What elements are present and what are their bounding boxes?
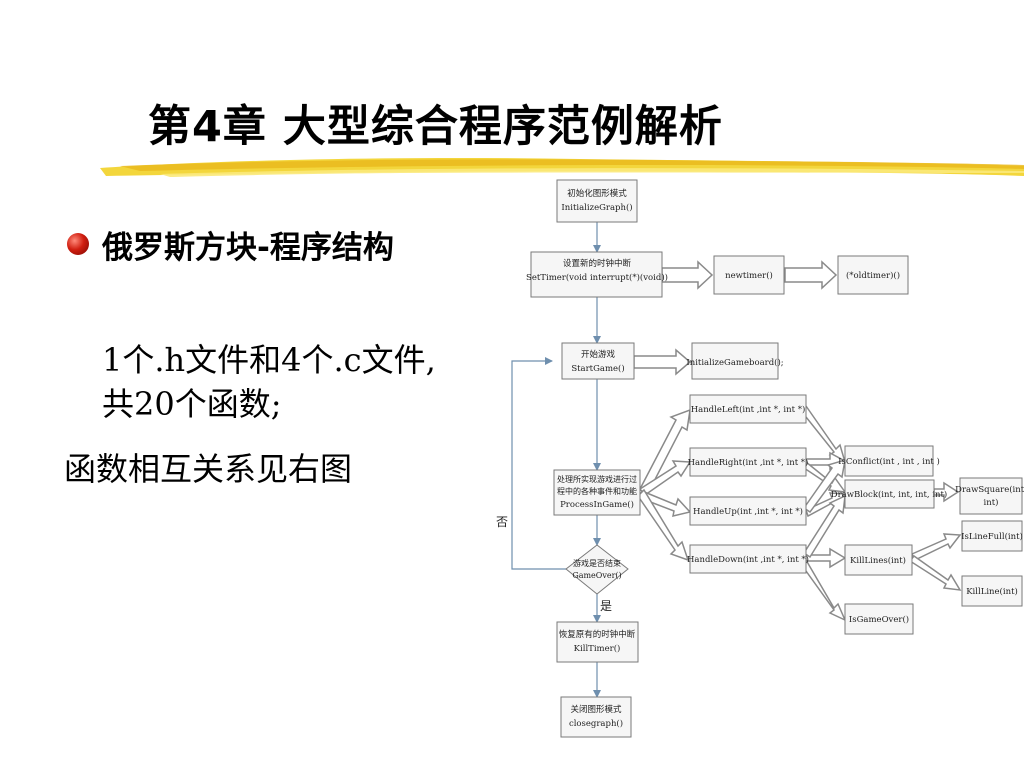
node-isgameover: IsGameOver() [844,603,914,635]
node-newtimer: newtimer() [713,255,785,295]
node-startgame: 开始游戏 StartGame() [561,342,635,380]
fat-arrow-settimer-newtimer [661,260,714,290]
fat-arrow-down-killlines [805,547,847,569]
node-drawblock: DrawBlock(int, int, int, int) [831,479,948,509]
fat-arrow-process-down [637,488,690,562]
paragraph-files: 1个.h文件和4个.c文件, 共20个函数; [102,338,436,426]
fat-arrow-up-isconflict [802,458,846,514]
svg-text:初始化图形模式: 初始化图形模式 [567,188,627,199]
node-killlines: KillLines(int) [844,544,913,576]
node-oldtimer: (*oldtimer)() [837,255,909,295]
node-settimer: 设置新的时钟中断 SetTimer(void interrupt(*)(void… [526,251,668,298]
svg-text:处理所实现游戏进行过: 处理所实现游戏进行过 [557,474,637,484]
svg-text:KillLine(int): KillLine(int) [966,586,1018,597]
svg-text:IsGameOver(): IsGameOver() [849,614,909,625]
svg-text:关闭图形模式: 关闭图形模式 [570,704,622,715]
fat-arrow-left-isconflict [801,404,847,464]
svg-text:KillLines(int): KillLines(int) [850,555,906,566]
svg-text:程中的各种事件和功能: 程中的各种事件和功能 [557,486,637,496]
fat-arrow-down-drawblock [802,494,846,559]
svg-text:IsConflict(int , int , int ): IsConflict(int , int , int ) [838,456,940,467]
node-handle-up: HandleUp(int ,int *, int *) [689,496,807,526]
node-closegraph: 关闭图形模式 closegraph() [560,696,632,738]
fat-arrow-process-right [638,460,692,497]
svg-text:DrawSquare(int,: DrawSquare(int, [955,484,1024,495]
node-process-in-game: 处理所实现游戏进行过 程中的各种事件和功能 ProcessInGame() [553,469,641,516]
node-killtimer: 恢复原有的时钟中断 KillTimer() [556,621,639,663]
svg-text:设置新的时钟中断: 设置新的时钟中断 [563,258,632,269]
svg-text:IsLineFull(int): IsLineFull(int) [961,531,1023,542]
svg-text:InitializeGraph(): InitializeGraph() [561,202,632,213]
bullet-icon [67,233,89,255]
svg-text:(*oldtimer)(): (*oldtimer)() [846,270,900,281]
paragraph-relation: 函数相互关系见右图 [64,450,353,488]
edge-gameover-loop-back [511,357,566,570]
node-initialize-graph: 初始化图形模式 InitializeGraph() [556,179,638,223]
svg-text:HandleRight(int ,int *, int *): HandleRight(int ,int *, int *) [688,457,809,468]
svg-text:ProcessInGame(): ProcessInGame() [560,499,634,510]
node-isconflict: IsConflict(int , int , int ) [838,445,940,477]
fat-arrow-killlines-islinefull [910,533,962,561]
svg-text:newtimer(): newtimer() [725,270,773,281]
svg-text:InitializeGameboard();: InitializeGameboard(); [686,357,783,368]
paragraph-line-1: 1个.h文件和4个.c文件, [102,341,436,379]
svg-text:DrawBlock(int, int, int, int): DrawBlock(int, int, int, int) [831,489,948,500]
svg-text:GameOver(): GameOver() [572,571,621,580]
fat-arrow-down-isgameover [799,558,847,622]
svg-text:KillTimer(): KillTimer() [574,643,621,654]
fat-arrow-startgame-initboard [633,348,692,376]
bullet-text: 俄罗斯方块-程序结构 [102,230,394,266]
svg-text:HandleLeft(int ,int *, int *): HandleLeft(int ,int *, int *) [691,404,806,415]
label-no: 否 [496,515,508,529]
slide-title: 第4章 大型综合程序范例解析 [148,102,723,152]
svg-text:恢复原有的时钟中断: 恢复原有的时钟中断 [559,629,636,640]
svg-text:int): int) [984,497,999,508]
node-handle-left: HandleLeft(int ,int *, int *) [689,394,807,424]
node-initialize-gameboard: InitializeGameboard(); [686,342,784,380]
svg-text:StartGame(): StartGame() [571,363,624,374]
fat-arrow-killlines-killline [908,554,962,591]
fat-arrow-newtimer-oldtimer [784,260,838,290]
svg-text:HandleUp(int ,int *, int *): HandleUp(int ,int *, int *) [693,506,803,517]
svg-text:开始游戏: 开始游戏 [581,349,616,360]
label-yes: 是 [600,599,612,613]
node-islinefull: IsLineFull(int) [961,520,1023,552]
fat-arrow-drawblock-drawsquare [933,481,960,503]
node-handle-down: HandleDown(int ,int *, int *) [687,544,809,574]
svg-text:HandleDown(int ,int *, int *): HandleDown(int ,int *, int *) [687,554,809,565]
node-gameover-decision: 游戏是否结束 GameOver() [565,544,629,595]
svg-text:closegraph(): closegraph() [569,718,623,729]
svg-text:SetTimer(void interrupt(*)(voi: SetTimer(void interrupt(*)(void)) [526,272,668,283]
title-underline-brush [100,158,1024,177]
paragraph-line-2: 共20个函数; [102,385,282,423]
node-killline: KillLine(int) [961,575,1023,607]
svg-text:游戏是否结束: 游戏是否结束 [573,558,621,568]
node-drawsquare: DrawSquare(int, int) [955,477,1024,515]
node-handle-right: HandleRight(int ,int *, int *) [688,447,809,477]
